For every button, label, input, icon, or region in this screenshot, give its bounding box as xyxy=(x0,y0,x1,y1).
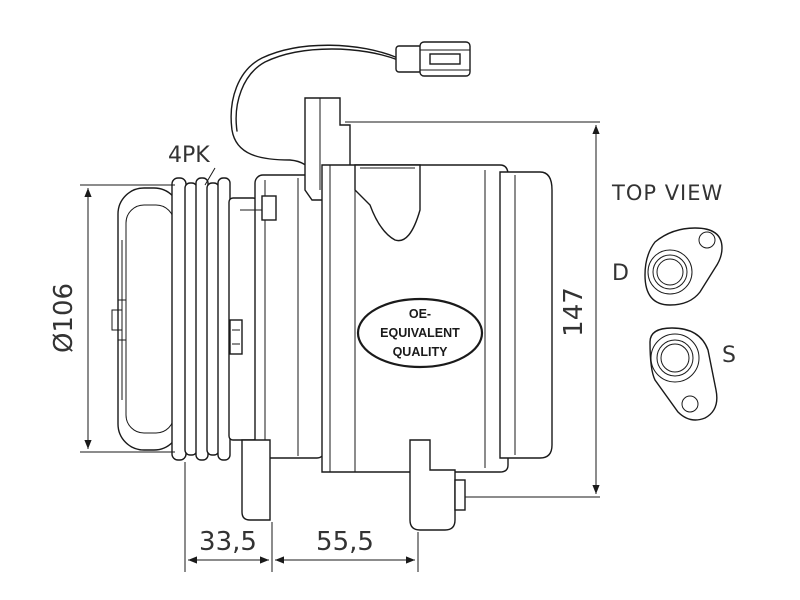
dimension-pulley-diameter: Ø106 xyxy=(49,184,175,453)
pulley-offset-value: 33,5 xyxy=(199,527,257,557)
oe-quality-badge: OE- EQUIVALENT QUALITY xyxy=(356,297,484,369)
dimension-height: 147 xyxy=(345,121,600,498)
top-view-title: TOP VIEW xyxy=(611,181,723,205)
suction-label: S xyxy=(722,343,736,368)
badge-line-2: EQUIVALENT xyxy=(380,326,460,340)
electrical-connector xyxy=(230,41,471,206)
top-view: TOP VIEW D S xyxy=(611,181,736,421)
dimension-bottom-offsets: 33,5 55,5 xyxy=(184,462,419,572)
belt-label-group: 4PK xyxy=(168,143,216,186)
height-value: 147 xyxy=(559,287,589,337)
pulley xyxy=(111,177,258,461)
pulley-diameter-value: Ø106 xyxy=(49,283,79,353)
belt-label: 4PK xyxy=(168,143,210,168)
badge-line-1: OE- xyxy=(409,307,431,321)
discharge-port: D xyxy=(612,227,723,306)
mount-offset-value: 55,5 xyxy=(316,527,374,557)
badge-line-3: QUALITY xyxy=(393,345,449,359)
discharge-label: D xyxy=(612,261,629,286)
suction-port: S xyxy=(649,327,736,421)
